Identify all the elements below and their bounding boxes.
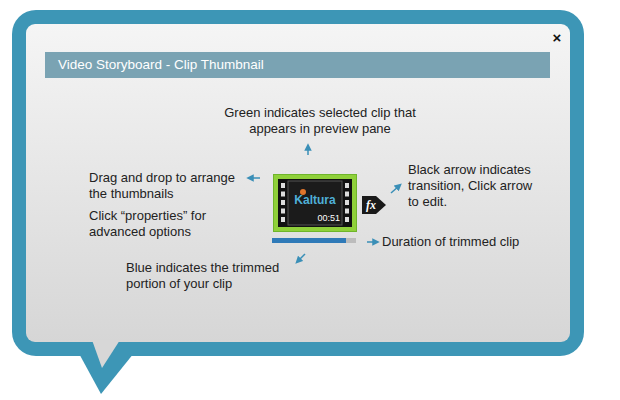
trim-bar-track [272, 238, 356, 243]
callout-text: Black arrow indicates transition, Click … [408, 162, 544, 210]
callout-text: Duration of trimmed clip [382, 234, 542, 250]
close-button: × [550, 30, 564, 46]
film-hole [281, 200, 285, 205]
callout-text: Green indicates selected clip that appea… [222, 105, 418, 137]
bubble-border [12, 10, 584, 356]
callout-text: Drag and drop to arrange the thumbnails [89, 170, 249, 202]
title-bar [45, 52, 550, 78]
film-hole [345, 200, 349, 205]
film-hole [345, 217, 349, 222]
leader-arrow [298, 254, 305, 261]
film-hole [281, 209, 285, 214]
transition-arrow: fx [362, 194, 386, 216]
film-hole [281, 217, 285, 222]
film-hole [345, 209, 349, 214]
leader-arrow [250, 177, 260, 179]
trim-bar-fill [272, 238, 346, 243]
arrow-shape [362, 196, 386, 214]
leader-arrow [307, 147, 309, 155]
title-text: Video Storyboard - Clip Thumbnail [58, 57, 264, 73]
logo-text: Kaltura [272, 193, 358, 207]
film-hole [281, 192, 285, 197]
leader-arrow [391, 186, 399, 193]
fx-text: fx [366, 198, 376, 213]
callout-text: Click “properties” for advanced options [89, 208, 249, 240]
bubble-tail-inner [92, 340, 120, 368]
film-hole [281, 183, 285, 188]
callout-text: Blue indicates the trimmed portion of yo… [126, 260, 298, 292]
duration-text: 00:51 [317, 213, 340, 223]
bubble-panel [26, 24, 570, 342]
film-hole [345, 183, 349, 188]
leader-arrow [367, 241, 376, 243]
clip-thumbnail: Kaltura 00:51 [272, 173, 358, 233]
film-hole [345, 192, 349, 197]
